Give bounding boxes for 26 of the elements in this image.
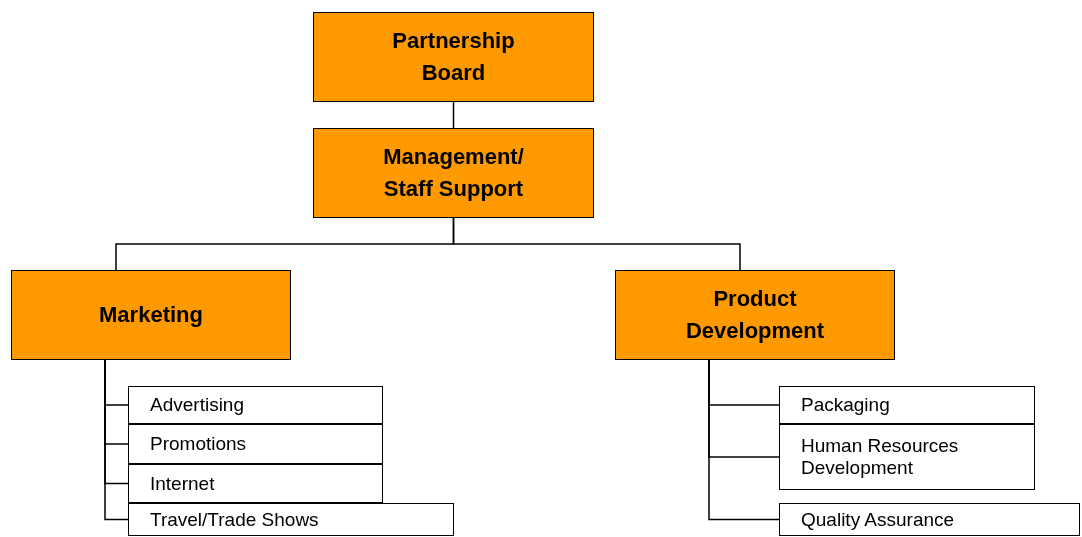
box-label: Packaging	[801, 394, 890, 416]
box-label: Product Development	[684, 285, 826, 345]
connector-line	[452, 101, 455, 129]
connector-line	[708, 359, 780, 521]
org-box	[615, 270, 895, 360]
unit-box	[128, 424, 383, 464]
box-label: Promotions	[150, 433, 247, 455]
unit-box	[128, 464, 383, 503]
org-box	[313, 128, 594, 218]
box-label: Travel/Trade Shows	[150, 508, 319, 531]
unit-box	[779, 424, 1035, 490]
org-box	[11, 270, 291, 360]
unit-box	[128, 503, 454, 536]
connector-line	[452, 217, 741, 271]
box-label: Internet	[150, 472, 215, 495]
box-label: Quality Assurance	[801, 508, 955, 531]
box-label: Advertising	[150, 394, 244, 416]
org-box	[313, 12, 594, 102]
connector-line	[104, 359, 129, 521]
box-label: Partnership Board	[391, 27, 516, 87]
box-label: Human Resources Development	[801, 435, 960, 479]
box-label: Management/ Staff Support	[382, 143, 525, 203]
unit-box	[128, 386, 383, 424]
unit-box	[779, 386, 1035, 424]
box-label: Marketing	[99, 301, 203, 329]
unit-box	[779, 503, 1080, 536]
